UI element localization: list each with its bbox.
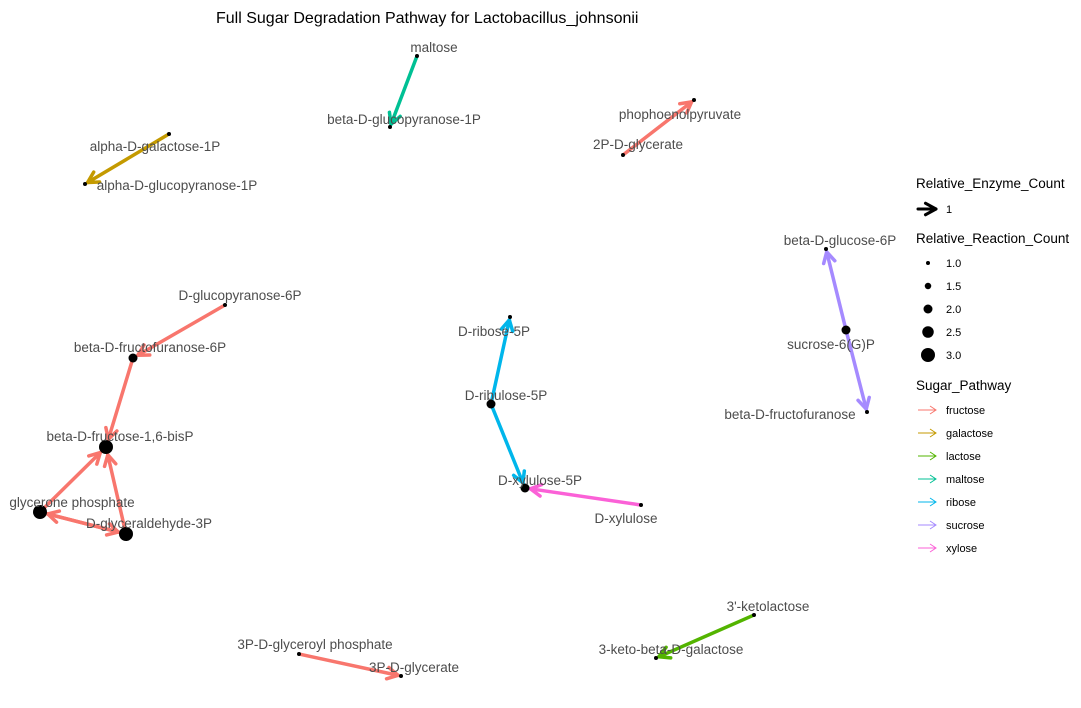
legend-pathway-label: lactose <box>946 451 981 463</box>
pathway-edge <box>489 318 515 404</box>
node-label: phophoenolpyruvate <box>619 107 741 122</box>
legend-reaction-dot <box>923 304 933 314</box>
node-bfru <box>865 410 869 414</box>
legend-reaction-label: 3.0 <box>946 350 961 362</box>
node-xyl <box>639 503 643 507</box>
legend-pathway-label: galactose <box>946 428 993 440</box>
legend-pathway-key <box>918 520 937 530</box>
labels-layer: maltose beta-D-glucopyranose-1P alpha-D-ga… <box>9 40 896 675</box>
node-f6p <box>128 353 138 363</box>
node-ketogal <box>654 656 658 660</box>
node-label: D-ribulose-5P <box>465 388 548 403</box>
node-label: 3-keto-beta-D-galactose <box>599 642 744 657</box>
node-rib5p <box>508 315 512 319</box>
node-pep <box>692 98 696 102</box>
pathway-edge <box>528 482 641 507</box>
node-label: 3P-D-glyceroyl phosphate <box>237 637 392 652</box>
node-label: beta-D-fructofuranose <box>724 407 855 422</box>
legend-reaction-dot <box>926 261 930 265</box>
legend-enzyme-key <box>916 201 938 217</box>
pathway-edge <box>387 56 419 126</box>
node-label: 3P-D-glycerate <box>369 660 459 675</box>
node-label: alpha-D-galactose-1P <box>90 139 221 154</box>
pathway-edge <box>136 304 226 358</box>
node-label: 3'-ketolactose <box>727 599 810 614</box>
pathway-edge <box>104 358 135 442</box>
node-pg3 <box>399 674 403 678</box>
legend-reaction-dot <box>922 326 934 338</box>
node-label: D-glucopyranose-6P <box>178 288 301 303</box>
node-suc6p <box>841 325 851 335</box>
node-xyl5p <box>520 483 530 493</box>
node-label: D-ribose-5P <box>458 324 530 339</box>
legend-pathway-key <box>918 428 937 438</box>
node-label: beta-D-fructose-1,6-bisP <box>46 429 193 444</box>
node-ribu5p <box>486 399 496 409</box>
legend-pathway-label: maltose <box>946 474 985 486</box>
node-label: sucrose-6(G)P <box>787 337 875 352</box>
legend-pathway-title: Sugar_Pathway <box>916 378 1012 393</box>
legend-reaction-dot <box>924 282 932 290</box>
node-label: beta-D-glucose-6P <box>784 233 897 248</box>
legend-pathway-label: sucrose <box>946 520 985 532</box>
pathway-edge <box>821 250 848 330</box>
pathway-edge <box>39 450 103 513</box>
nodes-layer <box>33 54 869 678</box>
node-label: D-xylulose-5P <box>498 473 582 488</box>
node-dhap <box>33 505 47 519</box>
node-bglc6p <box>824 247 828 251</box>
node-label: 2P-D-glycerate <box>593 137 683 152</box>
node-label: alpha-D-glucopyranose-1P <box>97 178 258 193</box>
node-pg2 <box>621 153 625 157</box>
node-label: maltose <box>410 40 457 55</box>
legend-pathway-key <box>918 451 937 461</box>
pathway-edge <box>46 509 126 536</box>
legend-reaction-title: Relative_Reaction_Count <box>916 231 1069 246</box>
legend-pathway-key <box>918 405 937 415</box>
edges-layer <box>39 56 871 681</box>
legend: Relative_Enzyme_Count 1 Relative_Reactio… <box>916 176 1069 555</box>
pathway-edge <box>622 100 694 156</box>
pathway-edge <box>844 330 871 411</box>
node-ketolac <box>752 613 756 617</box>
node-gap <box>119 527 133 541</box>
node-fbp <box>99 440 113 454</box>
legend-enzyme-label: 1 <box>946 204 952 216</box>
node-label: beta-D-glucopyranose-1P <box>327 112 481 127</box>
legend-pathway-label: ribose <box>946 497 976 509</box>
node-g6p <box>223 303 227 307</box>
node-bpg <box>297 652 301 656</box>
node-maltose <box>415 54 419 58</box>
legend-pathway-items: fructose galactose lactose maltose ribose suc… <box>918 405 993 555</box>
pathway-edge <box>490 404 527 485</box>
legend-pathway-key <box>918 474 937 484</box>
node-bglc1p <box>388 125 392 129</box>
node-label: D-glyceraldehyde-3P <box>86 516 212 531</box>
legend-reaction-label: 2.0 <box>946 304 961 316</box>
legend-pathway-key <box>918 543 937 553</box>
legend-reaction-dot <box>921 348 935 362</box>
node-agal1p <box>167 132 171 136</box>
pathway-edge <box>299 652 400 681</box>
legend-enzyme-title: Relative_Enzyme_Count <box>916 176 1065 191</box>
legend-reaction-label: 2.5 <box>946 327 961 339</box>
node-label: beta-D-fructofuranose-6P <box>74 340 226 355</box>
legend-enzyme-items: 1 <box>916 201 952 217</box>
node-label: glycerone phosphate <box>9 495 134 510</box>
pathway-edge <box>102 453 128 534</box>
legend-pathway-label: fructose <box>946 405 985 417</box>
legend-pathway-label: xylose <box>946 543 977 555</box>
pathway-edge <box>656 614 754 660</box>
legend-reaction-label: 1.5 <box>946 281 961 293</box>
legend-pathway-key <box>918 497 937 507</box>
pathway-edge <box>85 133 170 185</box>
node-aglc1p <box>83 182 87 186</box>
legend-reaction-items: 1.0 1.5 2.0 2.5 3.0 <box>921 258 961 362</box>
plot-title: Full Sugar Degradation Pathway for Lacto… <box>216 10 638 27</box>
node-label: D-xylulose <box>594 511 657 526</box>
legend-reaction-label: 1.0 <box>946 258 961 270</box>
